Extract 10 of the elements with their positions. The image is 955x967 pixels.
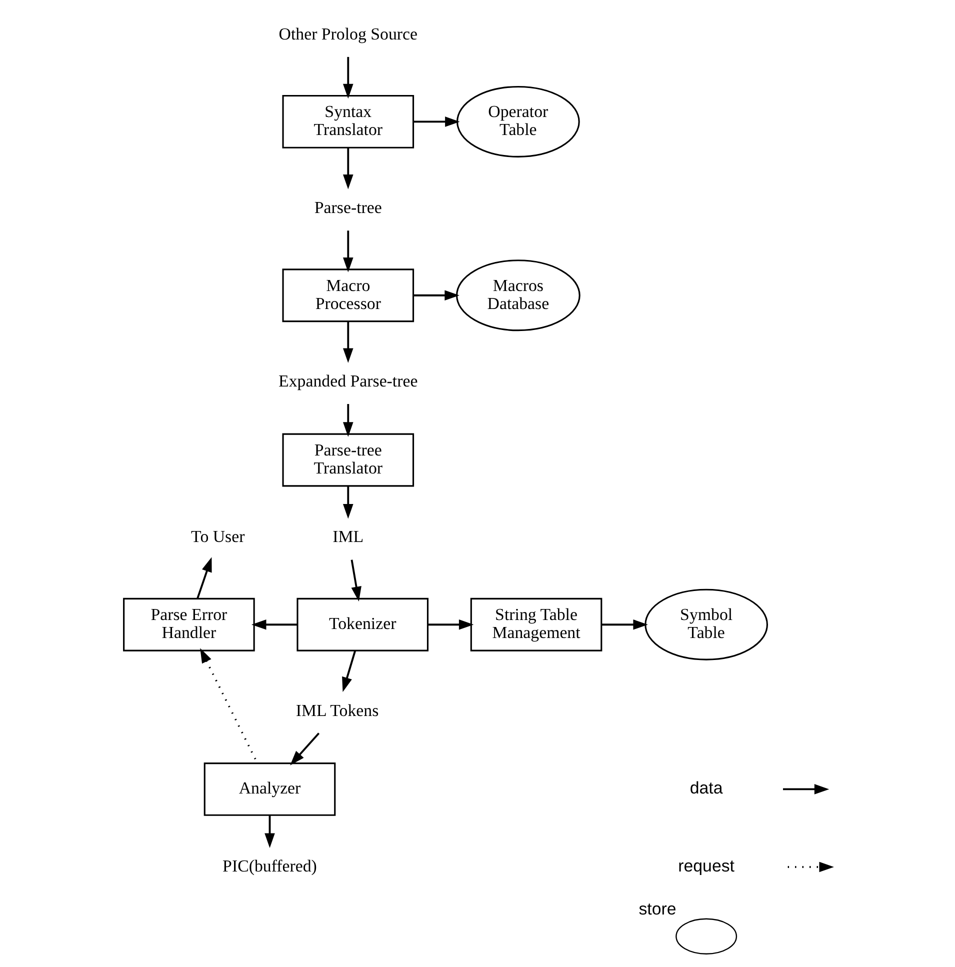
node-text: PIC(buffered) bbox=[222, 856, 316, 876]
node-text: To User bbox=[190, 527, 244, 546]
legend-label: data bbox=[689, 778, 722, 798]
node-text: Other Prolog Source bbox=[278, 24, 418, 44]
legend-label: store bbox=[638, 899, 676, 918]
node-text: Expanded Parse-tree bbox=[278, 372, 418, 391]
node-text: IML bbox=[332, 527, 364, 546]
node-text: Parse-tree bbox=[314, 198, 382, 217]
legend-label: request bbox=[678, 856, 734, 876]
node-text: IML Tokens bbox=[295, 700, 378, 720]
